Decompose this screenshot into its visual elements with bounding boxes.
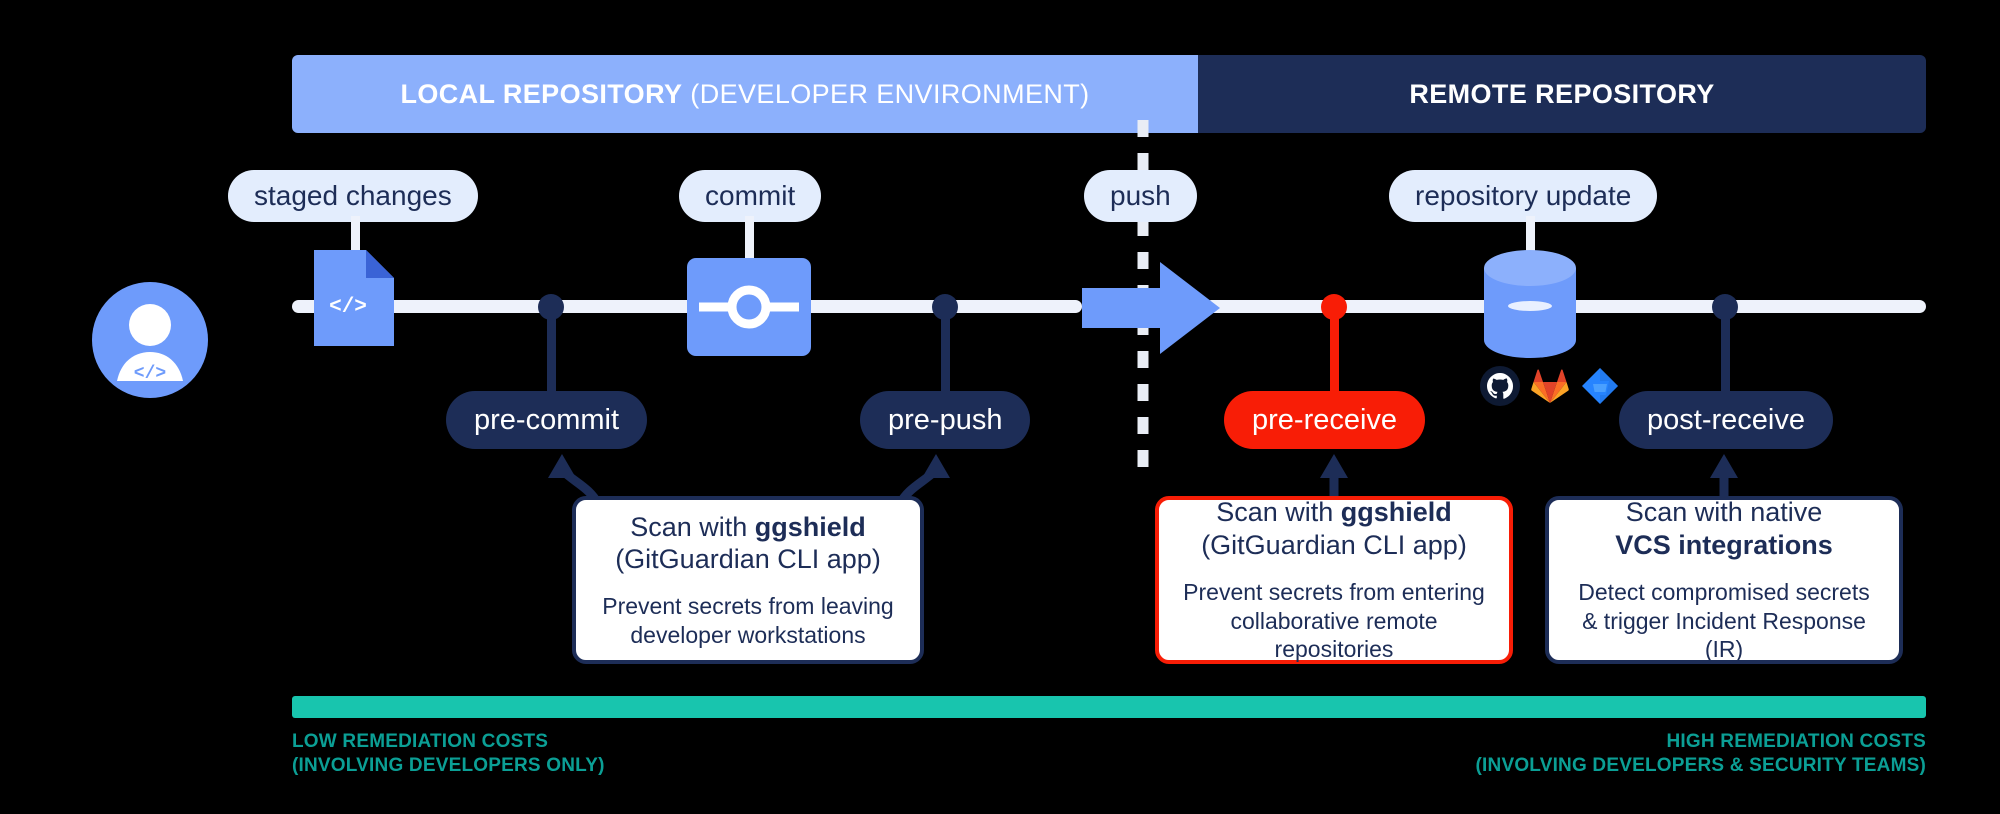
remote-repository-header: REMOTE REPOSITORY: [1198, 55, 1926, 133]
gitlab-icon: [1530, 366, 1570, 406]
hook-pill-post-receive[interactable]: post-receive: [1619, 391, 1833, 449]
info-card-body-line2: developer workstations: [630, 621, 866, 648]
info-card-body: Prevent secrets from leaving developer w…: [602, 592, 893, 649]
info-card-title: Scan with native VCS integrations: [1615, 496, 1833, 562]
svg-text:</>: </>: [329, 296, 367, 319]
hook-pill-pre-commit[interactable]: pre-commit: [446, 391, 648, 449]
info-card-body-line1: Prevent secrets from leaving: [602, 593, 894, 620]
info-card-title-strong: VCS integrations: [1615, 530, 1833, 561]
developer-avatar: </>: [90, 280, 210, 400]
info-card-ggshield-remote: Scan with ggshield (GitGuardian CLI app)…: [1155, 496, 1513, 664]
info-card-body: Prevent secrets from entering collaborat…: [1175, 578, 1493, 664]
stem-staged-changes: [351, 216, 360, 260]
remediation-cost-bar: [292, 696, 1926, 718]
hook-stem-pre-push: [941, 300, 950, 412]
info-card-body-line2: & trigger Incident Response (IR): [1582, 607, 1866, 663]
stem-commit: [745, 216, 754, 260]
info-card-body-line1: Detect compromised secrets: [1578, 579, 1870, 606]
stage-label-text: repository update: [1415, 180, 1632, 211]
push-arrow-icon: [1082, 258, 1222, 358]
hook-pill-pre-push[interactable]: pre-push: [860, 391, 1031, 449]
info-card-title-second: (GitGuardian CLI app): [1201, 530, 1467, 561]
info-card-body: Detect compromised secrets & trigger Inc…: [1565, 578, 1883, 664]
github-icon: [1480, 366, 1520, 406]
hook-stem-pre-commit: [547, 300, 556, 412]
database-icon: [1484, 250, 1576, 358]
info-card-title-strong: ggshield: [754, 511, 866, 542]
bitbucket-icon: [1580, 366, 1620, 406]
info-card-title-prefix: Scan with: [1216, 497, 1341, 528]
hook-stem-pre-receive: [1330, 300, 1339, 412]
stage-label-push: push: [1084, 170, 1197, 222]
stage-label-text: staged changes: [254, 180, 452, 211]
file-icon: </>: [314, 250, 394, 346]
info-card-body-line2: collaborative remote repositories: [1230, 607, 1438, 663]
stem-repository-update: [1526, 216, 1535, 260]
info-card-title-strong: ggshield: [1340, 497, 1452, 528]
vcs-logo-group: [1480, 366, 1620, 406]
info-card-title-prefix: Scan with native: [1625, 497, 1823, 528]
hook-label: post-receive: [1647, 403, 1805, 436]
remediation-cost-low-line1: LOW REMEDIATION COSTS: [292, 731, 549, 752]
info-card-vcs-integrations: Scan with native VCS integrations Detect…: [1545, 496, 1903, 664]
remediation-cost-low: LOW REMEDIATION COSTS (INVOLVING DEVELOP…: [292, 730, 605, 778]
info-card-title-second: (GitGuardian CLI app): [615, 544, 881, 575]
info-card-title-prefix: Scan with: [630, 511, 755, 542]
info-card-title: Scan with ggshield (GitGuardian CLI app): [615, 511, 881, 577]
commit-node-icon: [687, 258, 811, 356]
remediation-cost-low-line2: (INVOLVING DEVELOPERS ONLY): [292, 754, 605, 776]
stage-label-commit: commit: [679, 170, 822, 222]
svg-text:</>: </>: [134, 364, 166, 384]
info-card-ggshield-local: Scan with ggshield (GitGuardian CLI app)…: [572, 496, 924, 664]
hook-pill-pre-receive[interactable]: pre-receive: [1224, 391, 1426, 449]
hook-label: pre-push: [888, 403, 1003, 436]
hook-label: pre-commit: [474, 403, 620, 436]
hook-stem-post-receive: [1721, 300, 1730, 412]
remote-repository-label: REMOTE REPOSITORY: [1409, 79, 1714, 110]
info-card-body-line1: Prevent secrets from entering: [1183, 579, 1485, 606]
remote-repository-title: REMOTE REPOSITORY: [1409, 78, 1715, 109]
stage-label-staged-changes: staged changes: [228, 170, 478, 222]
hook-label: pre-receive: [1252, 403, 1398, 436]
remediation-cost-high-line2: (INVOLVING DEVELOPERS & SECURITY TEAMS): [1475, 754, 1926, 776]
stage-label-text: commit: [705, 180, 796, 211]
local-repository-title: LOCAL REPOSITORY: [400, 78, 683, 109]
remediation-cost-high-line1: HIGH REMEDIATION COSTS: [1666, 731, 1926, 752]
remediation-cost-high: HIGH REMEDIATION COSTS (INVOLVING DEVELO…: [1476, 730, 1926, 778]
local-repository-subtitle: (DEVELOPER ENVIRONMENT): [690, 78, 1090, 109]
repository-header-band: LOCAL REPOSITORY (DEVELOPER ENVIRONMENT)…: [292, 55, 1926, 133]
info-card-title: Scan with ggshield (GitGuardian CLI app): [1201, 496, 1467, 562]
stage-label-text: push: [1110, 180, 1171, 211]
local-repository-header: LOCAL REPOSITORY (DEVELOPER ENVIRONMENT): [292, 55, 1198, 133]
stage-label-repository-update: repository update: [1389, 170, 1658, 222]
local-repository-label: LOCAL REPOSITORY (DEVELOPER ENVIRONMENT): [400, 79, 1089, 110]
